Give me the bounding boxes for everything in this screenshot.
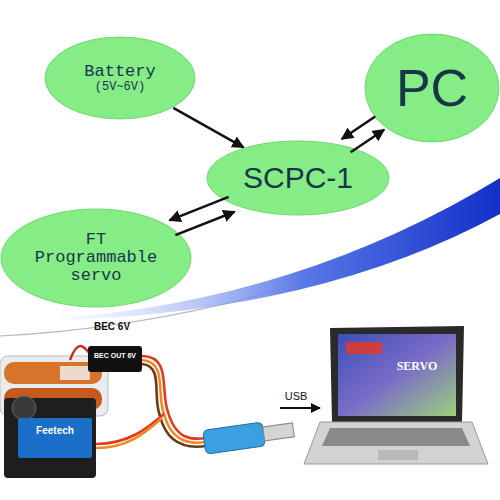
photo-label: BEC 6V: [92, 322, 132, 333]
ellipse-node: SCPC-1: [206, 140, 390, 216]
arrow-connector: [351, 130, 384, 152]
photo-label: BEC OUT 6V: [90, 352, 140, 359]
servo-body: [4, 396, 96, 478]
usb-dongle: [203, 418, 295, 454]
node-title: Battery: [84, 63, 155, 81]
photo-label: USB: [278, 391, 314, 403]
photo-label: Feetech: [20, 426, 90, 437]
ellipse-node: FT Programmable servo: [0, 208, 192, 308]
photo-label: SERVO: [384, 360, 450, 373]
ellipse-node: Battery(5V~6V): [44, 36, 196, 120]
wire-bundle: [96, 356, 206, 448]
bec-module: [88, 346, 142, 372]
node-title: PC: [396, 61, 468, 116]
arrow-connector: [169, 197, 228, 220]
arrow-connector: [175, 212, 234, 235]
arrow-connector: [342, 116, 375, 138]
usb-arrow: [280, 407, 320, 409]
arrow-connector: [173, 108, 243, 147]
laptop: [304, 326, 488, 464]
node-subtitle: (5V~6V): [95, 81, 145, 94]
node-title: FT Programmable servo: [31, 231, 161, 285]
ellipse-node: PC: [364, 33, 500, 143]
node-title: SCPC-1: [243, 162, 353, 194]
